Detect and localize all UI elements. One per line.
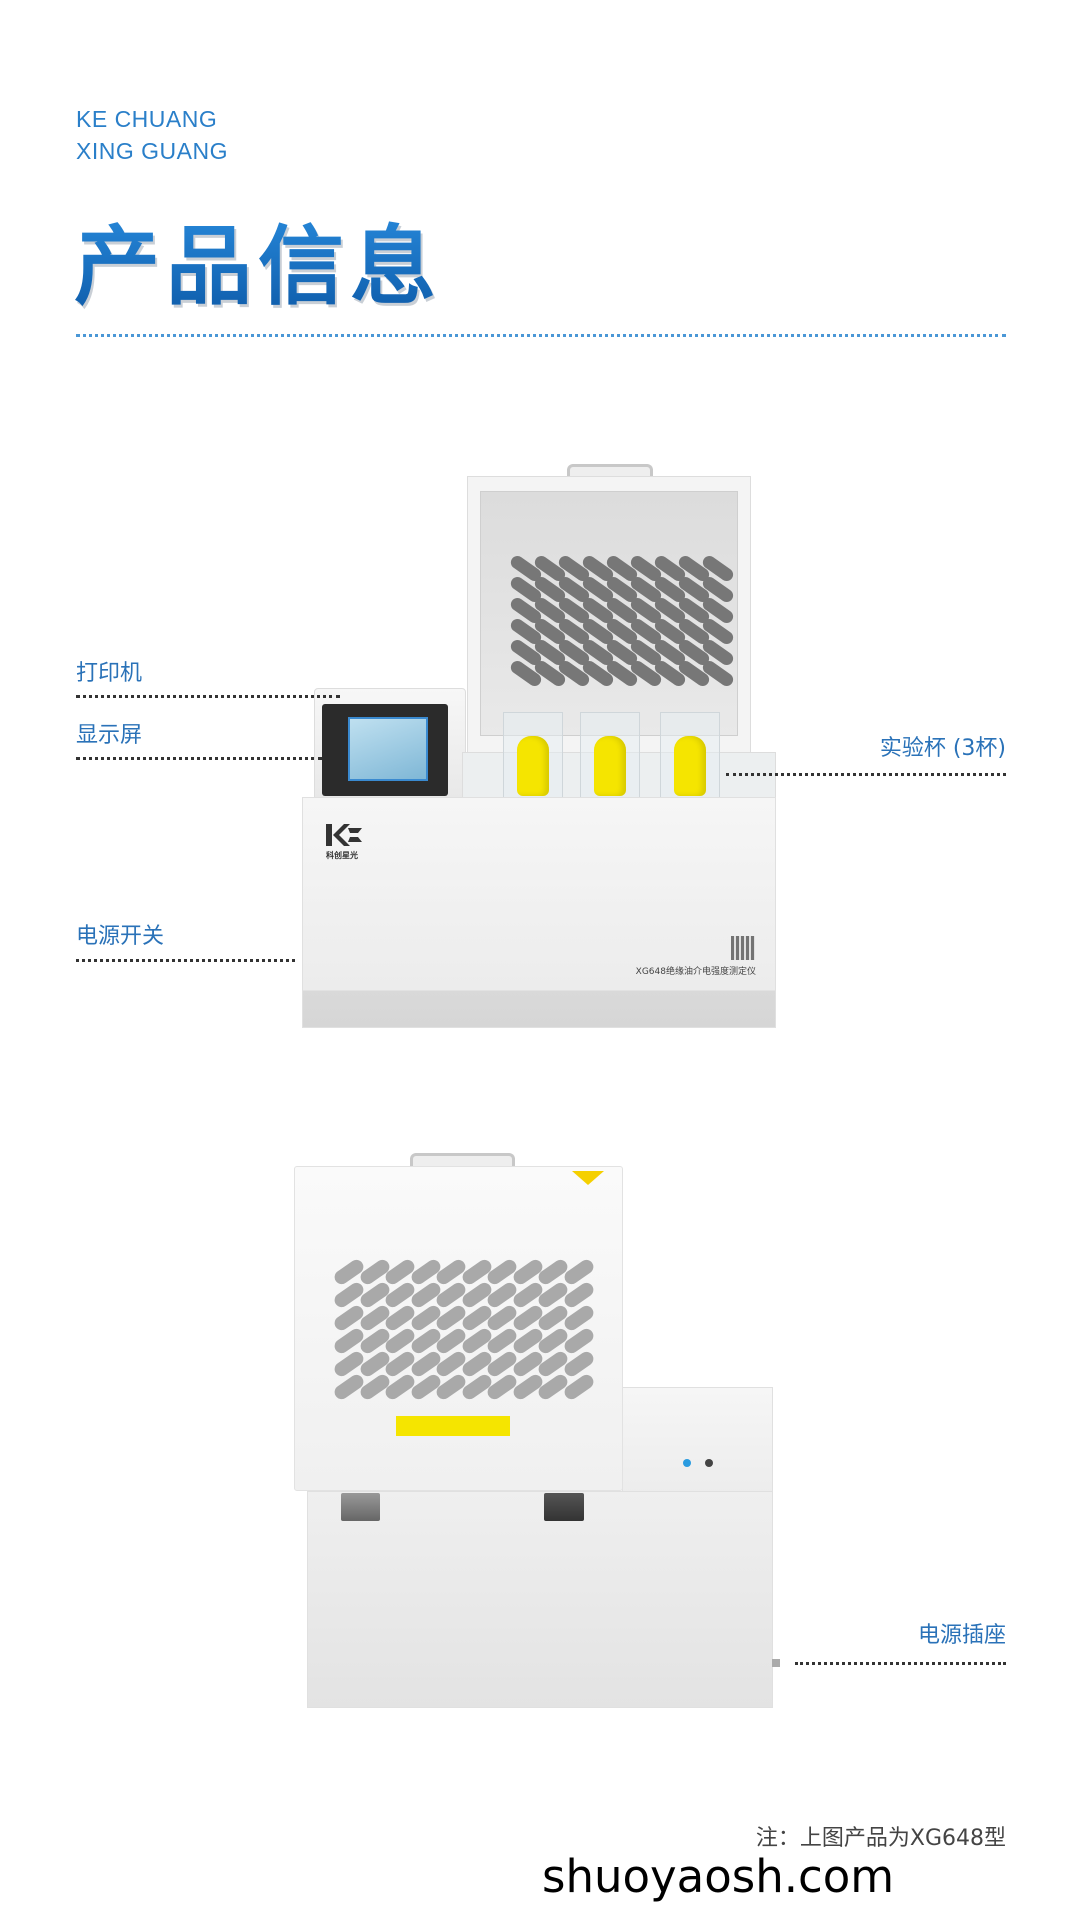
callout-power-switch-line (76, 959, 295, 962)
hinge-right (544, 1493, 584, 1521)
test-cup-electrode (674, 736, 706, 796)
power-socket[interactable] (772, 1659, 780, 1667)
lid-handle (567, 464, 653, 478)
watermark: shuoyaosh.com (542, 1850, 895, 1903)
lid-vent-panel (480, 491, 738, 736)
page-title: 产品信息 (74, 196, 442, 321)
callout-power-switch: 电源开关 (76, 924, 165, 949)
callout-power-socket-line (795, 1662, 1006, 1665)
qr-code[interactable] (731, 936, 755, 960)
hinge-left (341, 1493, 380, 1521)
callout-display-line (76, 757, 322, 760)
main-body (302, 797, 776, 1028)
side-handle (410, 1153, 515, 1169)
warning-triangle-icon (572, 1171, 604, 1185)
vent-slot (561, 1303, 596, 1333)
callout-printer: 打印机 (76, 661, 143, 686)
test-cup-electrode (517, 736, 549, 796)
logo-text: 科创星光 (326, 851, 358, 860)
product-side-view (0, 1100, 1080, 1740)
brand-line-1: KE CHUANG (76, 106, 218, 132)
vent-slot (561, 1372, 596, 1402)
callout-display: 显示屏 (76, 723, 143, 748)
status-indicator-led (705, 1459, 713, 1467)
vent-slot (561, 1349, 596, 1379)
side-right-panel (622, 1387, 773, 1497)
product-front-view: 科创星光 XG648绝缘油介电强度测定仪 (302, 464, 776, 1028)
vent-slot (561, 1257, 596, 1287)
brand-line-2: XING GUANG (76, 138, 228, 164)
vent-slot (561, 1326, 596, 1356)
side-lid-box (294, 1166, 623, 1491)
display-screen[interactable] (322, 704, 448, 796)
power-indicator-led (683, 1459, 691, 1467)
model-label: XG648绝缘油介电强度测定仪 (635, 967, 756, 977)
model-note: 注：上图产品为XG648型 (755, 1826, 1006, 1851)
open-lid (467, 476, 751, 756)
callout-printer-line (76, 695, 340, 698)
callout-power-socket: 电源插座 (917, 1623, 1006, 1648)
test-cup-electrode (594, 736, 626, 796)
callout-cups: 实验杯 (3杯) (879, 736, 1006, 761)
side-vent-panel (331, 1257, 596, 1415)
title-divider (76, 334, 1006, 337)
side-lower-body (307, 1491, 773, 1708)
brand-logo: 科创星光 (326, 824, 362, 860)
warning-sticker (396, 1416, 510, 1436)
callout-cups-line (726, 773, 1006, 776)
vent-slot (561, 1280, 596, 1310)
